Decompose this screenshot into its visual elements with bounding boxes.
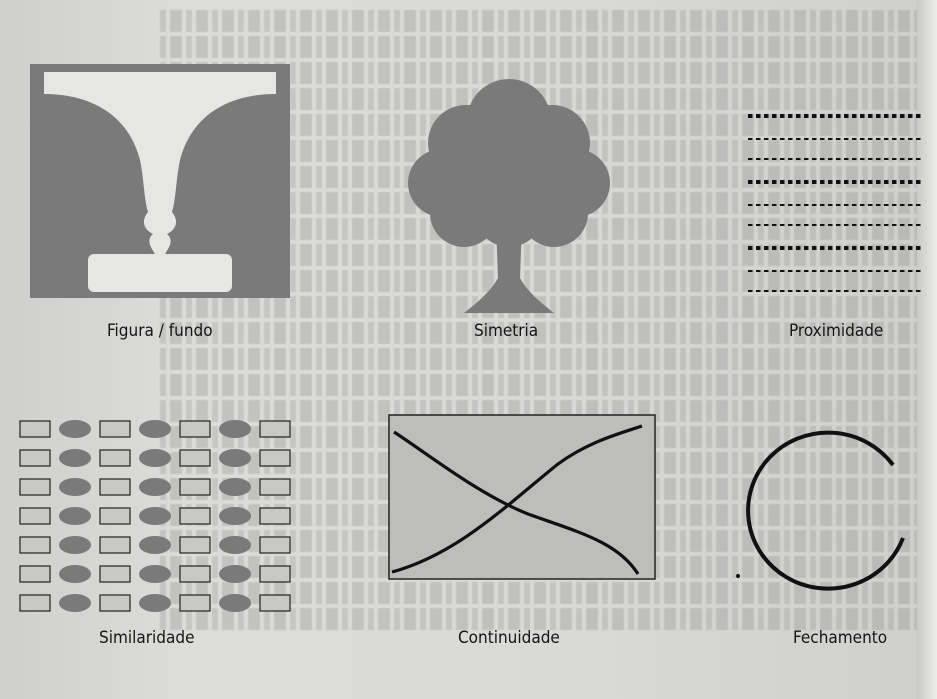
page-edge	[917, 0, 937, 699]
similarity-ellipse	[139, 536, 171, 554]
similarity-rect	[99, 565, 131, 583]
similarity-ellipse	[219, 565, 251, 583]
similarity-rect	[259, 449, 291, 467]
similarity-ellipse	[219, 507, 251, 525]
similarity-ellipse	[59, 449, 91, 467]
similarity-ellipse	[219, 478, 251, 496]
similarity-rect	[99, 536, 131, 554]
similarity-ellipse	[219, 594, 251, 612]
similarity-rect	[99, 449, 131, 467]
similarity-rect	[99, 594, 131, 612]
caption-similaridade: Similaridade	[99, 628, 195, 648]
similarity-ellipse	[59, 478, 91, 496]
similarity-grid	[19, 420, 291, 612]
similarity-rect	[19, 449, 51, 467]
similarity-ellipse	[139, 420, 171, 438]
similarity-ellipse	[139, 449, 171, 467]
similarity-rect	[19, 565, 51, 583]
similarity-ellipse	[139, 507, 171, 525]
similarity-ellipse	[59, 420, 91, 438]
similarity-ellipse	[59, 565, 91, 583]
caption-fechamento: Fechamento	[793, 628, 888, 648]
similarity-rect	[19, 536, 51, 554]
similarity-rect	[259, 420, 291, 438]
similarity-ellipse	[219, 449, 251, 467]
similarity-rect	[179, 420, 211, 438]
continuity-illustration	[388, 414, 656, 580]
similarity-ellipse	[139, 478, 171, 496]
caption-proximidade: Proximidade	[789, 321, 884, 341]
closure-circle	[736, 430, 905, 591]
similarity-rect	[99, 507, 131, 525]
similarity-rect	[179, 536, 211, 554]
similarity-ellipse	[59, 594, 91, 612]
similarity-rect	[259, 478, 291, 496]
similarity-rect	[99, 420, 131, 438]
similarity-ellipse	[139, 565, 171, 583]
similarity-rect	[19, 420, 51, 438]
caption-figura-fundo: Figura / fundo	[107, 321, 213, 341]
similarity-rect	[259, 536, 291, 554]
similarity-rect	[179, 565, 211, 583]
similarity-rect	[259, 565, 291, 583]
similarity-ellipse	[219, 536, 251, 554]
similarity-rect	[19, 594, 51, 612]
similarity-rect	[179, 594, 211, 612]
caption-simetria: Simetria	[474, 321, 539, 341]
similarity-ellipse	[59, 536, 91, 554]
similarity-rect	[19, 478, 51, 496]
proximity-dots	[748, 114, 923, 294]
similarity-rect	[259, 594, 291, 612]
similarity-rect	[179, 449, 211, 467]
similarity-rect	[179, 507, 211, 525]
similarity-rect	[99, 478, 131, 496]
vase-shape	[44, 72, 276, 292]
figure-ground-illustration	[30, 64, 290, 298]
caption-continuidade: Continuidade	[458, 628, 560, 648]
similarity-rect	[19, 507, 51, 525]
tree-icon	[408, 79, 610, 313]
similarity-ellipse	[219, 420, 251, 438]
similarity-rect	[259, 507, 291, 525]
similarity-ellipse	[59, 507, 91, 525]
similarity-ellipse	[139, 594, 171, 612]
similarity-rect	[179, 478, 211, 496]
